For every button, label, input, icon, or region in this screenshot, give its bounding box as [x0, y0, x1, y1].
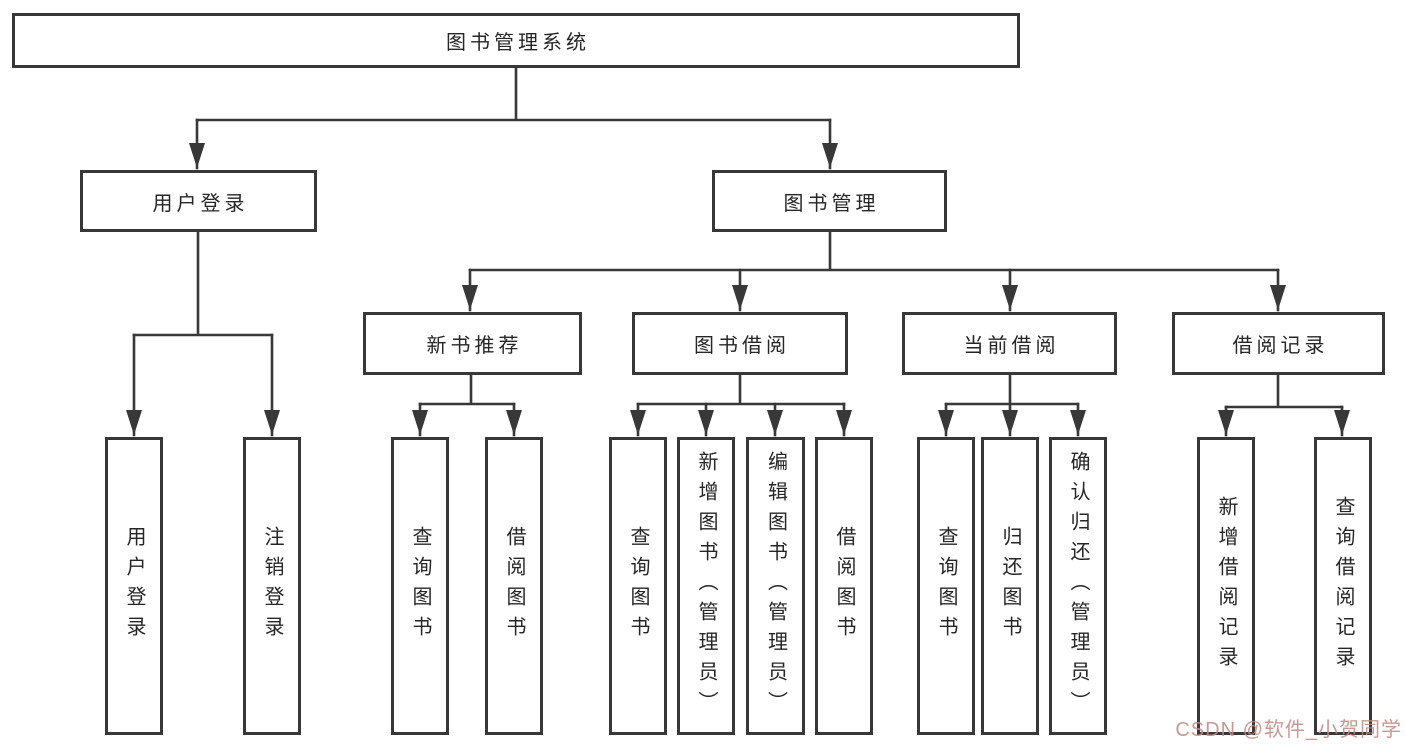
node-user-login: 用户登录 [80, 170, 317, 232]
node-current-borrow-label: 当前借阅 [963, 335, 1060, 357]
node-root-label: 图书管理系统 [446, 32, 590, 54]
leaf-borrow-edit-book-admin-label: 编辑图书（管理员） [764, 451, 787, 721]
node-borrow-record: 借阅记录 [1172, 312, 1385, 375]
leaf-borrow-borrow-book: 借阅图书 [815, 437, 873, 735]
leaf-borrow-edit-book-admin: 编辑图书（管理员） [746, 437, 805, 735]
leaf-current-query-book-label: 查询图书 [935, 526, 957, 646]
leaf-borrow-add-book-admin: 新增图书（管理员） [677, 437, 735, 735]
leaf-logout: 注销登录 [243, 437, 301, 735]
leaf-current-query-book: 查询图书 [917, 437, 975, 735]
leaf-current-return-book: 归还图书 [981, 437, 1039, 735]
leaf-current-confirm-return-admin-label: 确认归还（管理员） [1067, 451, 1089, 721]
node-new-book-recommend-label: 新书推荐 [426, 335, 523, 357]
node-book-management-label: 图书管理 [783, 192, 880, 215]
leaf-recommend-query-book: 查询图书 [391, 437, 449, 735]
leaf-current-return-book-label: 归还图书 [999, 526, 1021, 646]
leaf-record-query-label: 查询借阅记录 [1332, 496, 1354, 676]
node-user-login-label: 用户登录 [152, 192, 249, 215]
leaf-borrow-query-book-label: 查询图书 [627, 526, 649, 646]
node-new-book-recommend: 新书推荐 [363, 312, 582, 375]
leaf-record-query: 查询借阅记录 [1314, 437, 1372, 735]
watermark-text: CSDN @软件_小贺同学 [1175, 719, 1402, 741]
node-book-management: 图书管理 [712, 170, 947, 232]
leaf-recommend-borrow-book: 借阅图书 [485, 437, 543, 735]
leaf-logout-label: 注销登录 [261, 526, 283, 646]
node-borrow-record-label: 借阅记录 [1232, 335, 1329, 357]
node-book-borrow-label: 图书借阅 [694, 335, 790, 357]
node-root: 图书管理系统 [12, 13, 1020, 68]
leaf-recommend-borrow-book-label: 借阅图书 [503, 526, 525, 646]
node-current-borrow: 当前借阅 [902, 312, 1117, 375]
leaf-current-confirm-return-admin: 确认归还（管理员） [1049, 437, 1107, 735]
leaf-recommend-query-book-label: 查询图书 [409, 526, 431, 646]
leaf-borrow-add-book-admin-label: 新增图书（管理员） [695, 451, 717, 721]
leaf-user-login: 用户登录 [105, 437, 163, 735]
leaf-record-add-label: 新增借阅记录 [1215, 496, 1237, 676]
node-book-borrow: 图书借阅 [632, 312, 848, 375]
leaf-borrow-query-book: 查询图书 [609, 437, 667, 735]
leaf-user-login-label: 用户登录 [123, 526, 145, 646]
leaf-borrow-borrow-book-label: 借阅图书 [833, 526, 855, 646]
leaf-record-add: 新增借阅记录 [1197, 437, 1255, 735]
